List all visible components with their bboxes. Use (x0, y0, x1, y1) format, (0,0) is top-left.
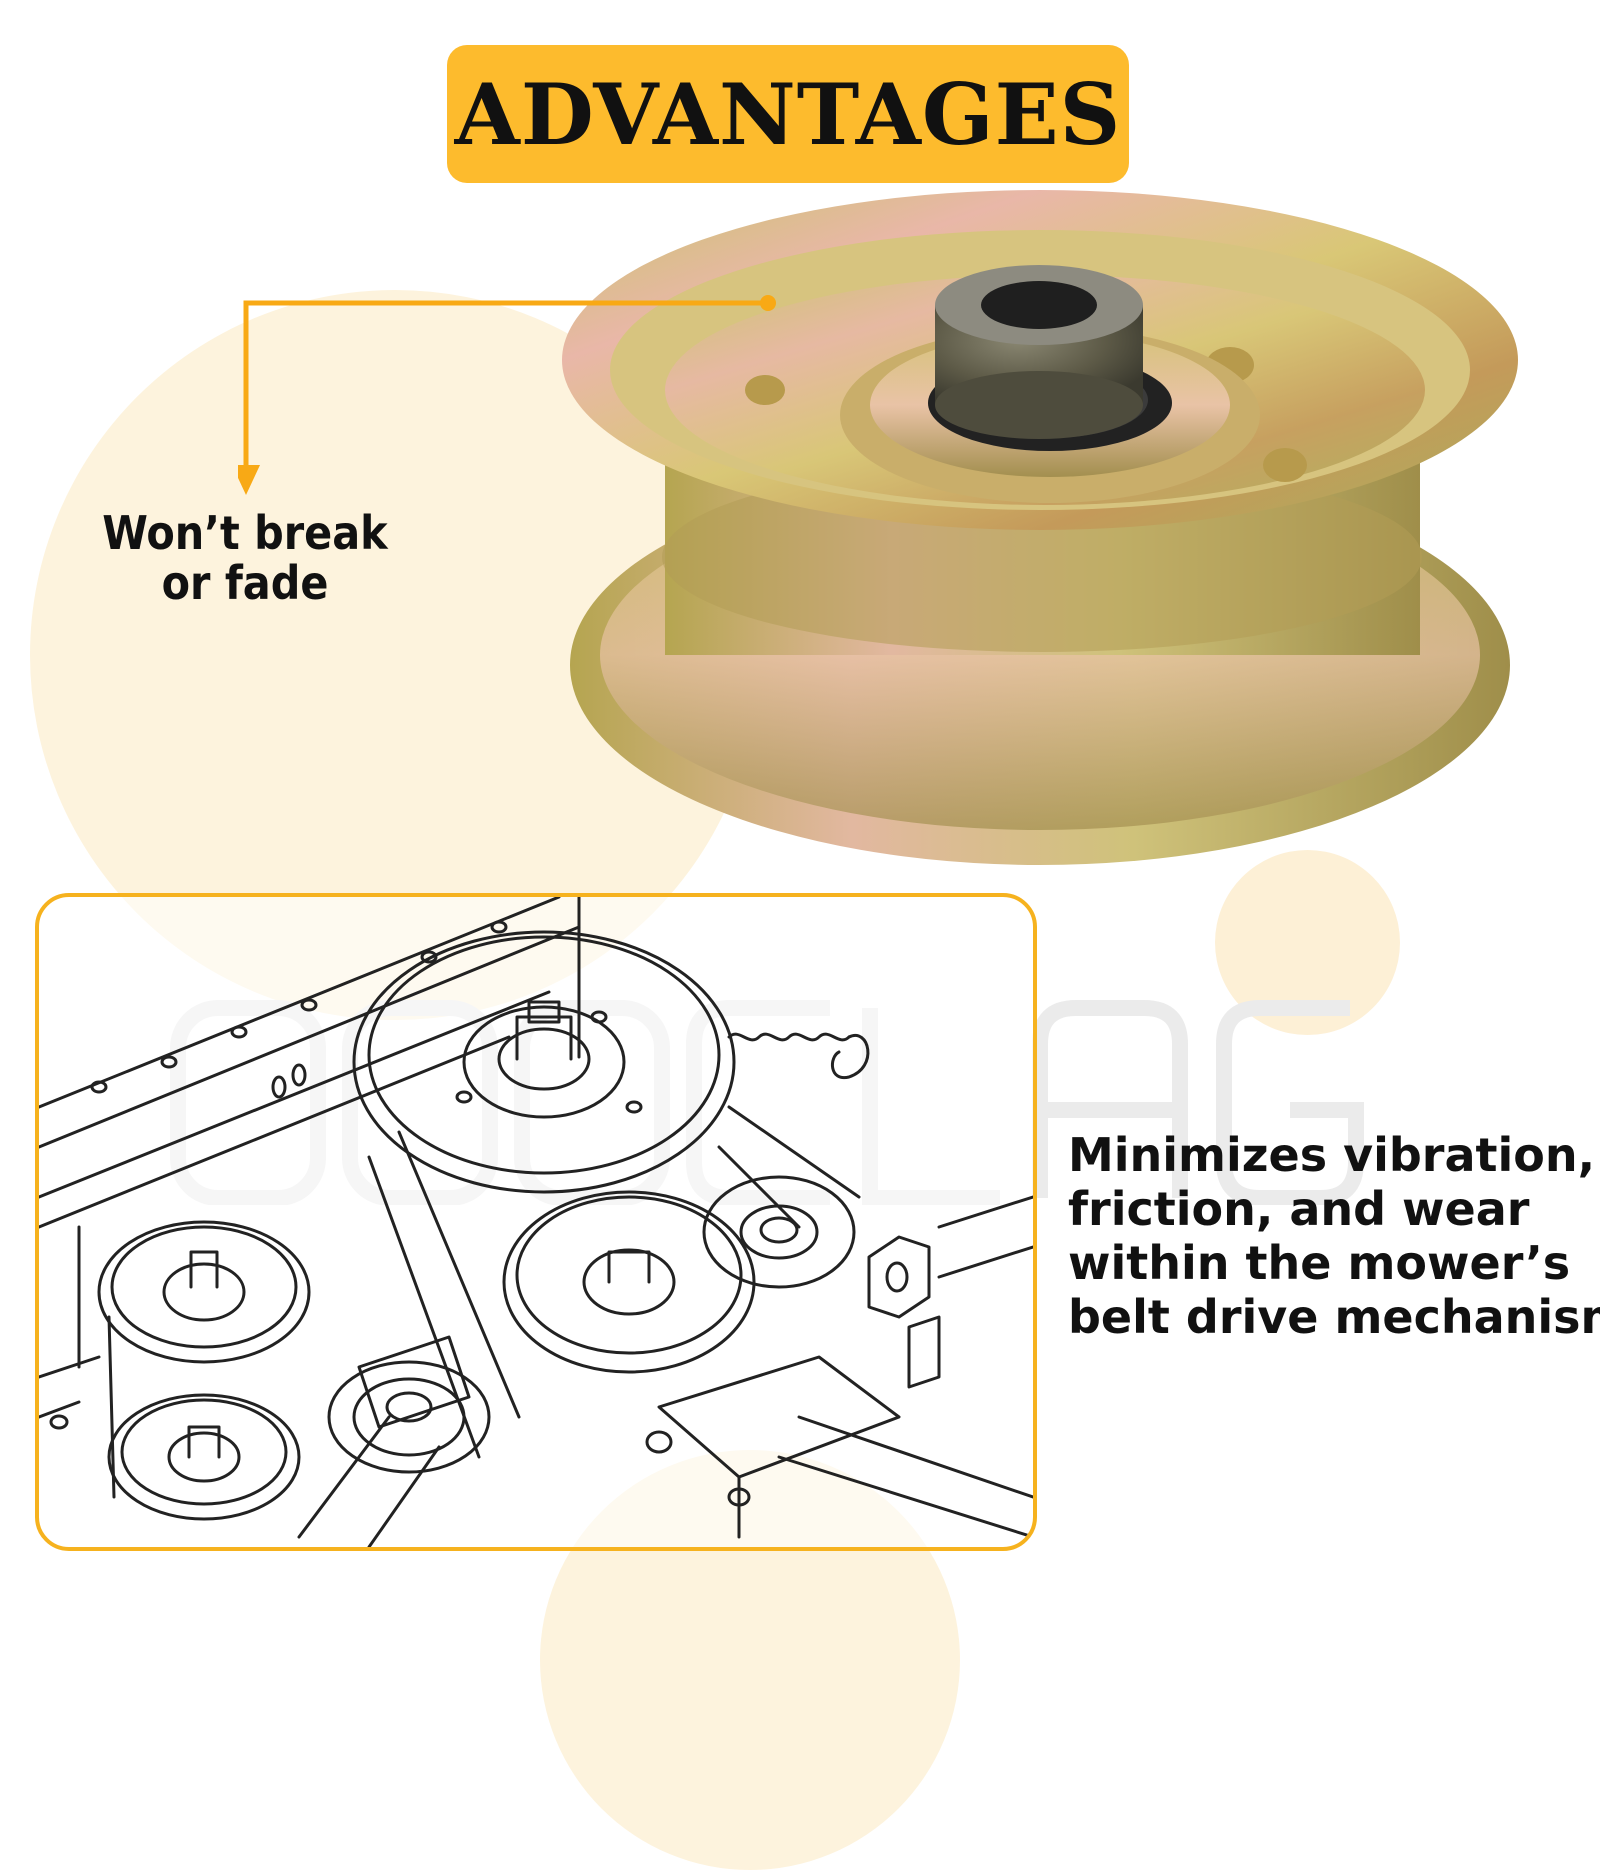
feature-durability-line: Won’t break (102, 506, 388, 560)
pulley-product-photo (562, 190, 1518, 865)
callout-arrow (238, 295, 776, 495)
belt-drive-diagram-frame (35, 893, 1037, 1551)
feature-vibration-line: belt drive mechanism (1068, 1290, 1600, 1344)
feature-vibration-line: friction, and wear (1068, 1182, 1530, 1236)
page-title: ADVANTAGES (454, 64, 1122, 164)
feature-vibration: Minimizes vibration, friction, and wear … (1068, 1128, 1600, 1344)
belt-drive-diagram (39, 897, 1033, 1547)
feature-durability: Won’t break or fade (80, 508, 410, 608)
feature-vibration-line: Minimizes vibration, (1068, 1128, 1596, 1182)
feature-vibration-line: within the mower’s (1068, 1236, 1571, 1290)
feature-durability-line: or fade (161, 556, 329, 610)
title-banner: ADVANTAGES (447, 45, 1129, 183)
